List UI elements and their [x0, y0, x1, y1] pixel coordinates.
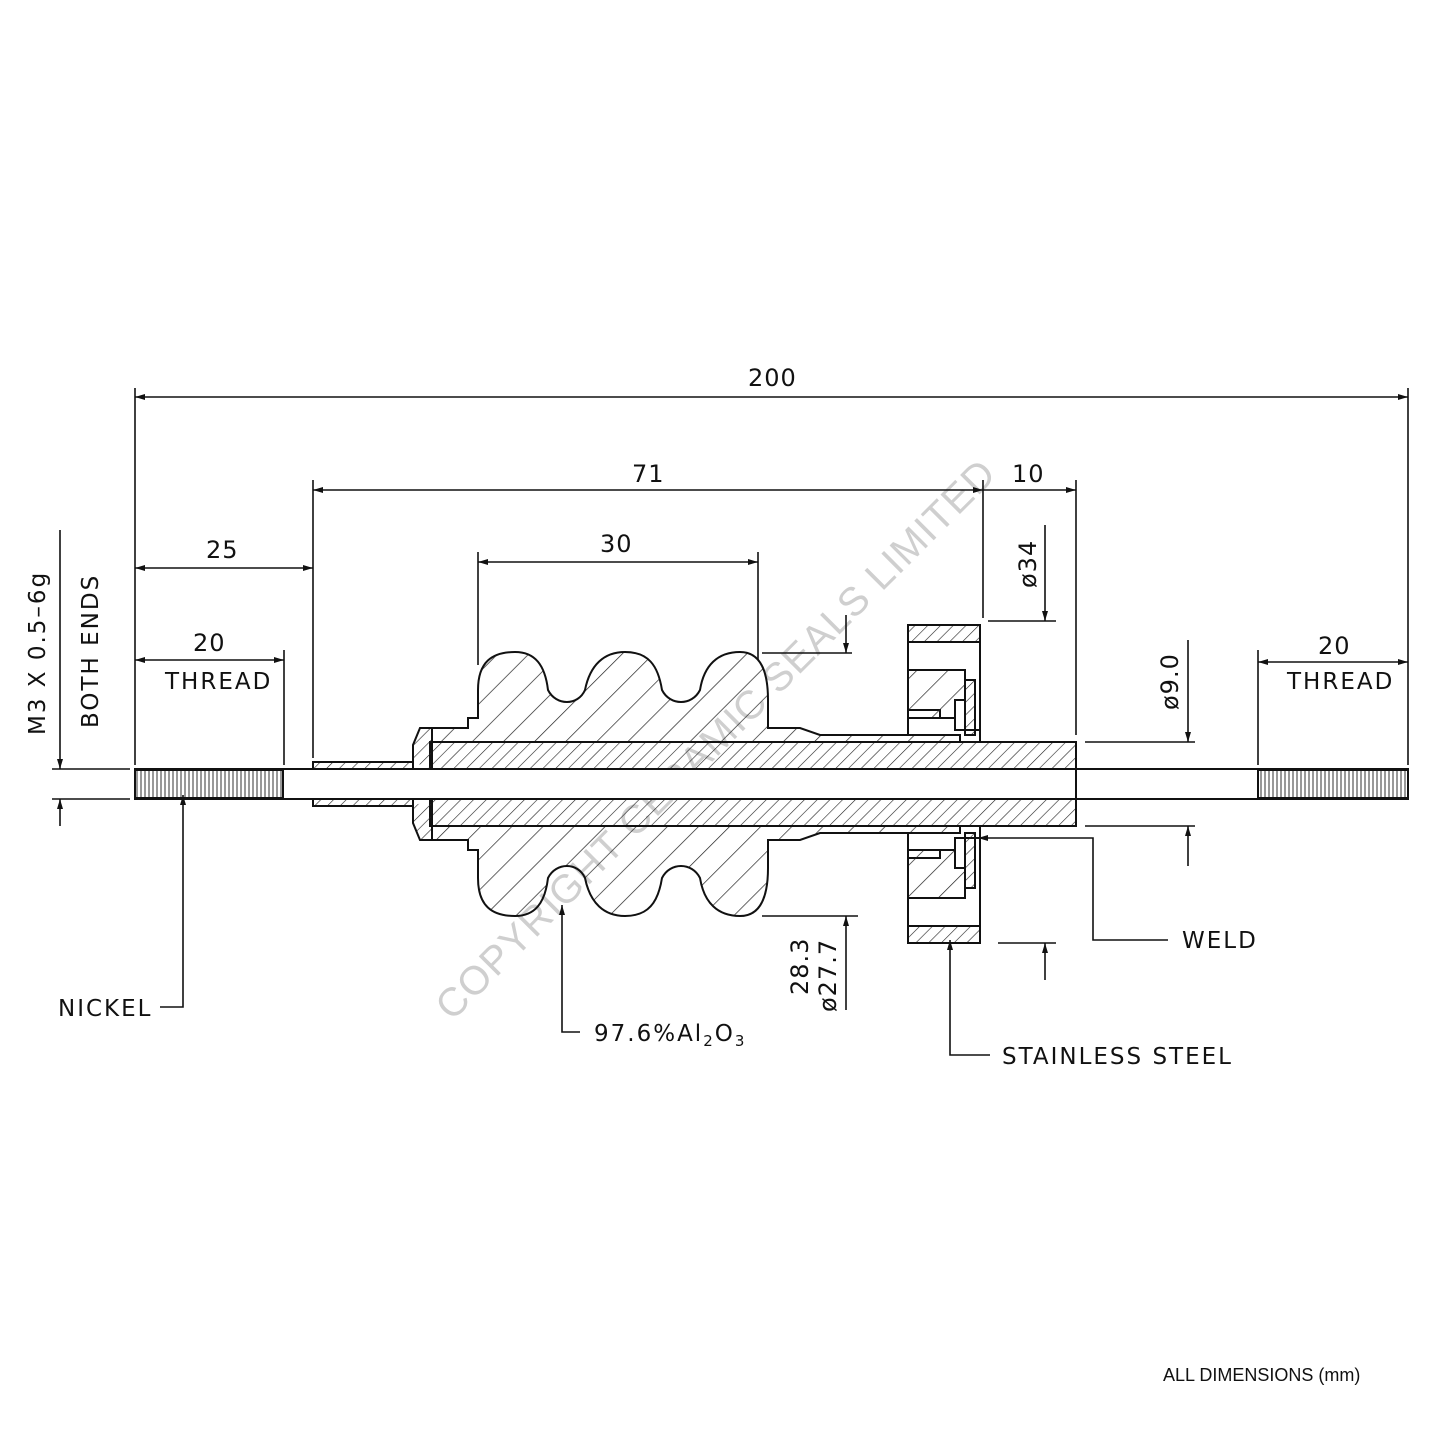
stainless-flange-upper: [907, 624, 981, 643]
ceramic-insulator-lower: [431, 825, 961, 918]
footer-note: ALL DIMENSIONS (mm): [1163, 1365, 1360, 1385]
dim-200-label: 200: [748, 364, 797, 392]
dim-20-left-label: 20: [193, 629, 226, 657]
thread-spec-line1: M3 X 0.5–6g: [25, 571, 51, 735]
nickel-conductor: [134, 768, 1409, 800]
dim-30-label: 30: [600, 530, 633, 558]
ceramic-label-sub2: 3: [735, 1032, 747, 1050]
dim-dia34-label: ø34: [1014, 540, 1042, 588]
ceramic-label: 97.6%Al2O3: [594, 1021, 746, 1050]
dim-20-right-label: 20: [1318, 632, 1351, 660]
stainless-leader: [947, 940, 990, 1056]
nickel-label: NICKEL: [58, 996, 152, 1022]
dim-25-label: 25: [206, 536, 239, 564]
stainless-flange-lower: [907, 925, 981, 944]
outer-tube-upper: [312, 761, 414, 770]
stainless-steel-label: STAINLESS STEEL: [1002, 1044, 1233, 1070]
end-cap-upper: [412, 727, 433, 769]
thread-right: [1257, 769, 1409, 799]
weld-label: WELD: [1182, 928, 1258, 954]
ceramic-label-sub1: 2: [703, 1032, 715, 1050]
thread-spec-line2: BOTH ENDS: [78, 574, 104, 728]
dim-71-label: 71: [632, 460, 665, 488]
dimension-lines: [52, 388, 1409, 1010]
weld-leader: [978, 835, 1168, 941]
ceramic-insulator-upper: [431, 650, 961, 743]
outer-tube-lower: [312, 798, 414, 807]
dim-dia9-label: ø9.0: [1156, 653, 1184, 710]
feedthrough-body: [134, 624, 1409, 944]
dim-dia27-7-label: ø27.7: [814, 939, 842, 1012]
nickel-leader: [160, 795, 186, 1008]
ceramic-leader: [559, 905, 580, 1033]
thread-left-label: THREAD: [164, 669, 272, 695]
thread-right-label: THREAD: [1286, 669, 1394, 695]
dim-10-label: 10: [1012, 460, 1045, 488]
ceramic-label-prefix: 97.6%Al: [594, 1021, 703, 1047]
ceramic-label-o: O: [715, 1021, 735, 1047]
thread-left: [134, 769, 284, 799]
dim-28-3-label: 28.3: [786, 938, 814, 995]
end-cap-lower: [412, 799, 433, 841]
leader-lines: [160, 795, 1168, 1056]
